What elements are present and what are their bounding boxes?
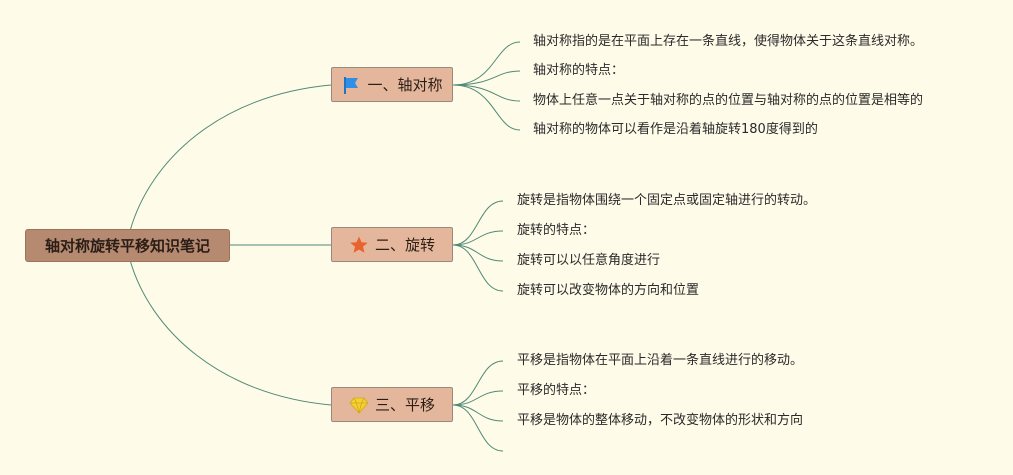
connector-b1-leaf-4: [452, 84, 521, 131]
yellow-diamond-icon: [349, 395, 369, 415]
connector-b3-leaf-1: [452, 360, 504, 406]
leaf-rotation-feature-1[interactable]: 旋转可以以任意角度进行: [517, 253, 661, 268]
root-title: 轴对称旋转平移知识笔记: [44, 237, 210, 255]
branch-node-rotation[interactable]: 二、旋转: [331, 227, 453, 262]
leaf-axis-definition[interactable]: 轴对称指的是在平面上存在一条直线，使得物体关于这条直线对称。: [533, 34, 924, 49]
root-node[interactable]: 轴对称旋转平移知识笔记: [25, 229, 230, 262]
connector-b3-leaf-2: [452, 390, 504, 406]
branch-label: 三、平移: [374, 396, 435, 414]
connector-b2-leaf-2: [452, 230, 504, 246]
connector-b1-leaf-3: [452, 84, 521, 102]
connector-b3-leaf-3: [452, 404, 504, 422]
leaf-rotation-features-title[interactable]: 旋转的特点：: [517, 223, 596, 238]
leaf-translation-feature-1[interactable]: 平移是物体的整体移动，不改变物体的形状和方向: [517, 413, 804, 428]
leaf-translation-features-title[interactable]: 平移的特点：: [517, 383, 596, 398]
leaf-rotation-feature-2[interactable]: 旋转可以改变物体的方向和位置: [517, 283, 700, 298]
branch-node-axis-symmetry[interactable]: 一、轴对称: [331, 67, 453, 102]
connector-b2-leaf-4: [452, 244, 504, 292]
branch-label: 二、旋转: [374, 236, 435, 254]
leaf-axis-features-title[interactable]: 轴对称的特点：: [533, 63, 625, 78]
branch-label: 一、轴对称: [367, 76, 443, 94]
connector-root-branch-1: [129, 84, 332, 232]
orange-star-icon: [349, 235, 369, 255]
connector-b2-leaf-1: [452, 200, 504, 246]
leaf-translation-definition[interactable]: 平移是指物体在平面上沿着一条直线进行的移动。: [517, 353, 804, 368]
blue-flag-icon: [341, 75, 361, 95]
connector-root-branch-3: [129, 259, 332, 406]
leaf-axis-feature-2[interactable]: 轴对称的物体可以看作是沿着轴旋转180度得到的: [533, 122, 818, 137]
connector-b1-leaf-1: [452, 41, 521, 86]
branch-node-translation[interactable]: 三、平移: [331, 387, 453, 422]
leaf-rotation-definition[interactable]: 旋转是指物体围绕一个固定点或固定轴进行的转动。: [517, 193, 817, 208]
connector-b1-leaf-2: [452, 70, 521, 86]
leaf-axis-feature-1[interactable]: 物体上任意一点关于轴对称的点的位置与轴对称的点的位置是相等的: [533, 93, 924, 108]
connector-b3-leaf-4: [452, 404, 504, 452]
connector-b2-leaf-3: [452, 244, 504, 262]
